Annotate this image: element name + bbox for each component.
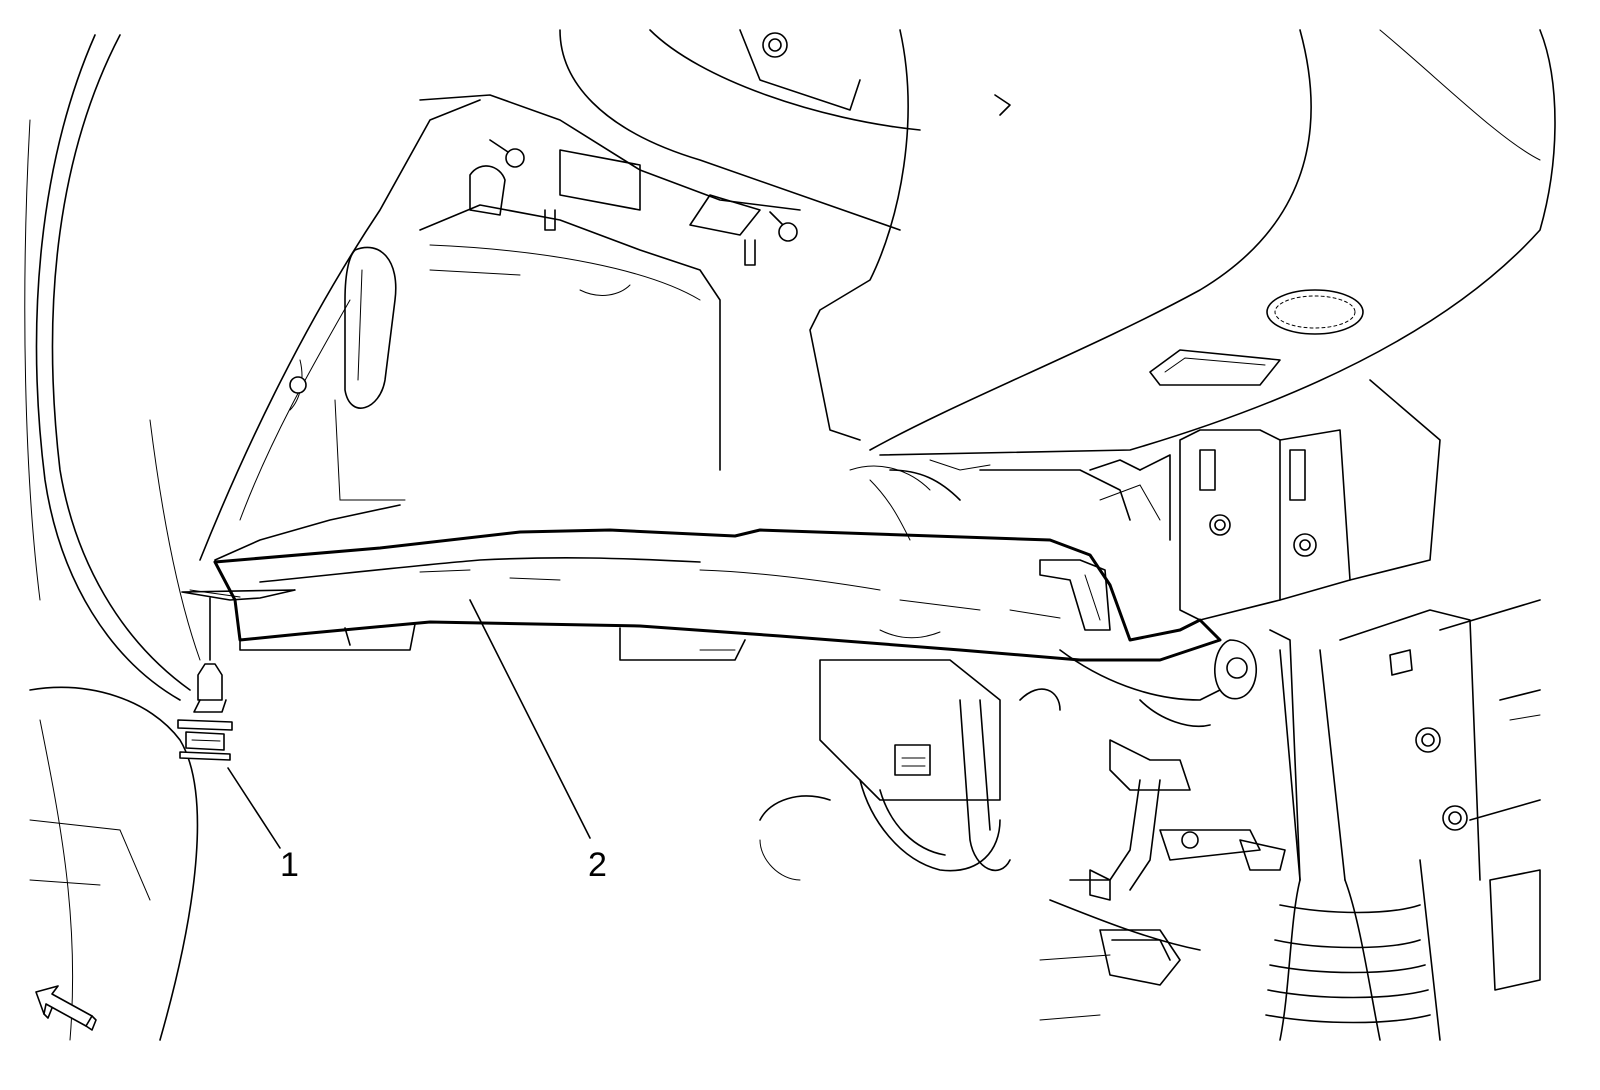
part-1-push-pin-retainer [177, 589, 296, 761]
leader-lines [227, 599, 591, 849]
inner-fender-apron [199, 99, 481, 561]
callout-2-label: 2 [588, 846, 607, 884]
left-wheelhouse [24, 34, 201, 1041]
leader-line-2 [469, 599, 591, 839]
view-direction-arrow-icon [35, 985, 97, 1031]
leader-line-1 [227, 767, 281, 849]
upper-body-structure [419, 29, 921, 471]
part-2-splash-shield [213, 528, 1222, 662]
callout-1-label: 1 [280, 846, 299, 884]
lower-suspension [1265, 599, 1541, 1041]
cowl-panel [809, 29, 1556, 456]
engine-components [759, 459, 1301, 1021]
right-bracket [1099, 379, 1441, 621]
